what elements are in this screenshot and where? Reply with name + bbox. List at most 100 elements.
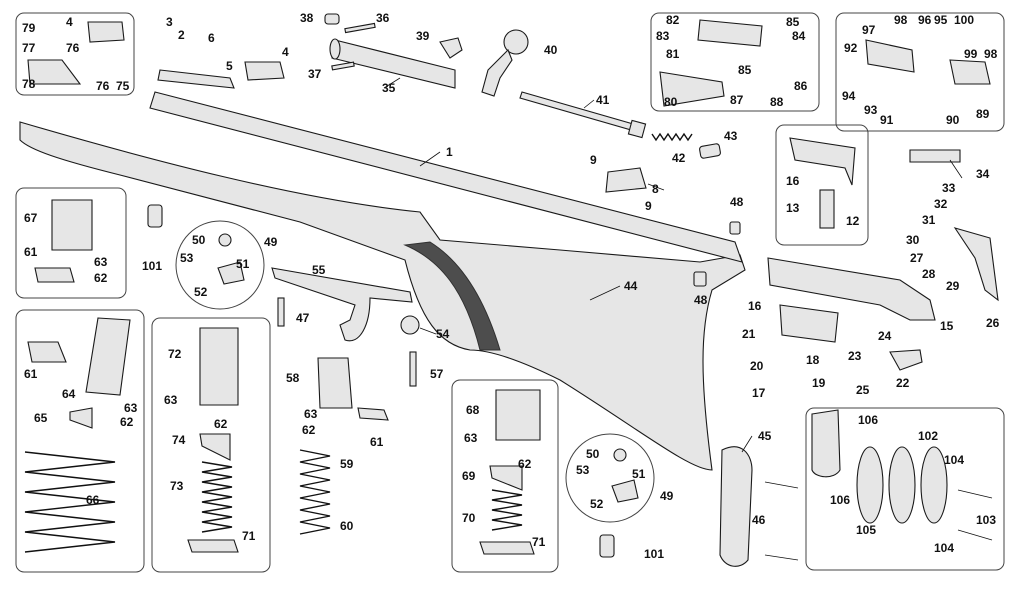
- callout-87: 87: [730, 93, 744, 107]
- trigger-guard-clip: [697, 19, 763, 47]
- bolt-screw-101-upper: [147, 204, 163, 228]
- magazine-5rd: [34, 199, 93, 283]
- callout-23: 23: [848, 349, 862, 363]
- guard-screw-rear: [409, 351, 417, 387]
- callout-55: 55: [312, 263, 326, 277]
- callout-54: 54: [436, 327, 450, 341]
- callout-64: 64: [62, 387, 76, 401]
- callout-35: 35: [382, 81, 396, 95]
- bedding-screw-48-lower: [693, 271, 707, 287]
- group-box-trigger-housing: [775, 124, 869, 246]
- callout-76b: 76: [96, 79, 110, 93]
- buttpad-screw-2: [764, 554, 799, 561]
- callout-49b: 49: [660, 489, 674, 503]
- callout-85b: 85: [738, 63, 752, 77]
- callout-92: 92: [844, 41, 858, 55]
- callout-103: 103: [976, 513, 996, 527]
- callout-8: 8: [652, 182, 659, 196]
- callout-63e: 63: [464, 431, 478, 445]
- callout-48a: 48: [730, 195, 744, 209]
- extractor-pin: [331, 61, 355, 71]
- callout-75: 75: [116, 79, 130, 93]
- magazine-4rd: [479, 389, 541, 555]
- callout-63a: 63: [94, 255, 108, 269]
- release-button-upper: [218, 233, 232, 247]
- callout-45: 45: [758, 429, 772, 443]
- callout-106b: 106: [830, 493, 850, 507]
- callout-81: 81: [666, 47, 680, 61]
- callout-77: 77: [22, 41, 36, 55]
- group-circle-release-lower: [565, 433, 655, 523]
- callout-29: 29: [946, 279, 960, 293]
- group-box-scope-mount-parts: [835, 12, 1005, 132]
- trigger-guard: [271, 267, 413, 342]
- front-sight-hood: [909, 149, 961, 163]
- callout-25: 25: [856, 383, 870, 397]
- callout-73: 73: [170, 479, 184, 493]
- callout-17: 17: [752, 386, 766, 400]
- callout-34: 34: [976, 167, 990, 181]
- trigger-guard-ring: [400, 315, 420, 335]
- callout-5: 5: [226, 59, 233, 73]
- trigger-housing-top: [789, 137, 856, 186]
- callout-39: 39: [416, 29, 430, 43]
- bedding-screw-48-upper: [729, 221, 741, 235]
- callout-53b: 53: [576, 463, 590, 477]
- callout-24: 24: [878, 329, 892, 343]
- callout-30: 30: [906, 233, 920, 247]
- extractor: [344, 22, 376, 34]
- bolt-screw-101-lower: [599, 534, 615, 558]
- callout-98a: 98: [894, 13, 908, 27]
- callout-63b: 63: [124, 401, 138, 415]
- callout-2: 2: [178, 28, 185, 42]
- magazine-7rd: [187, 327, 239, 553]
- trigger: [953, 227, 999, 302]
- bolt-stop: [439, 37, 463, 59]
- callout-79: 79: [22, 21, 36, 35]
- callout-104b: 104: [934, 541, 954, 555]
- callout-71a: 71: [242, 529, 256, 543]
- callout-13: 13: [786, 201, 800, 215]
- release-button-lower: [613, 448, 627, 462]
- buttpad-alt-2: [888, 446, 916, 524]
- callout-31: 31: [922, 213, 936, 227]
- callout-57: 57: [430, 367, 444, 381]
- callout-96: 96: [918, 13, 932, 27]
- callout-53a: 53: [180, 251, 194, 265]
- callout-32: 32: [934, 197, 948, 211]
- bolt-body: [329, 38, 456, 89]
- callout-85a: 85: [786, 15, 800, 29]
- callout-9a: 9: [590, 153, 597, 167]
- magazine-10rd: [24, 317, 131, 553]
- scope-base: [865, 39, 915, 73]
- callout-82: 82: [666, 13, 680, 27]
- callout-102: 102: [918, 429, 938, 443]
- sear: [819, 189, 835, 229]
- callout-90: 90: [946, 113, 960, 127]
- callout-12: 12: [846, 214, 860, 228]
- stock: [19, 91, 746, 471]
- group-box-top-left: [15, 12, 135, 96]
- buttpad-spacer: [811, 409, 841, 478]
- buttpad-screw-3: [957, 489, 993, 499]
- callout-65: 65: [34, 411, 48, 425]
- buttpad-alt-1: [856, 446, 884, 524]
- callout-68: 68: [466, 403, 480, 417]
- callout-72: 72: [168, 347, 182, 361]
- callout-47: 47: [296, 311, 310, 325]
- callout-16a: 16: [786, 174, 800, 188]
- callout-52b: 52: [590, 497, 604, 511]
- safety-lever: [889, 349, 923, 371]
- callout-26: 26: [986, 316, 1000, 330]
- callout-93: 93: [864, 103, 878, 117]
- callout-100: 100: [954, 13, 974, 27]
- callout-38: 38: [300, 11, 314, 25]
- callout-4a: 4: [282, 45, 289, 59]
- callout-66: 66: [86, 493, 100, 507]
- callout-15: 15: [940, 319, 954, 333]
- firing-spring: [651, 132, 693, 142]
- group-box-magazine-4: [451, 379, 559, 573]
- callout-106a: 106: [858, 413, 878, 427]
- callout-36: 36: [376, 11, 390, 25]
- buttpad: [719, 446, 753, 567]
